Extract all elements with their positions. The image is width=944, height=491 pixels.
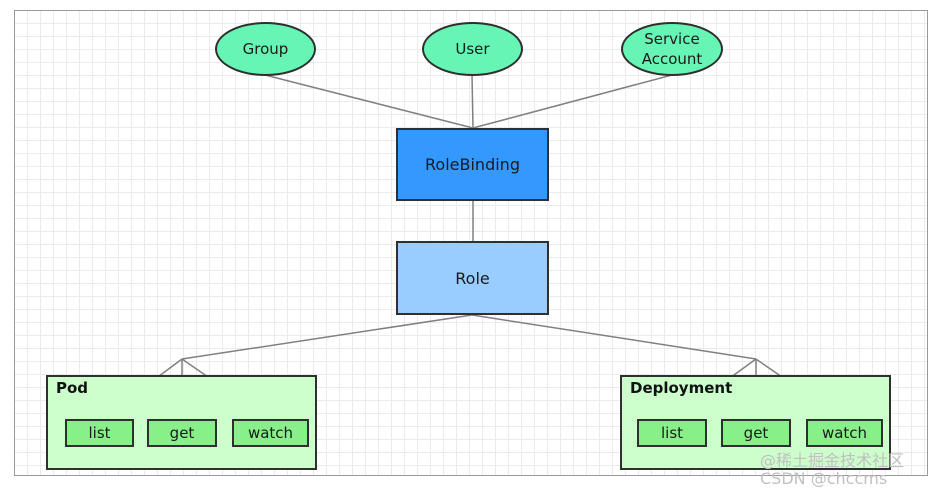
pod-verb-watch: watch [232, 419, 309, 447]
pod-verb-get: get [147, 419, 217, 447]
group-node: Group [215, 22, 316, 76]
pod-verb-list: list [65, 419, 134, 447]
role-node: Role [396, 241, 549, 315]
deployment-verb-get: get [721, 419, 791, 447]
deployment-title: Deployment [630, 379, 733, 397]
user-node: User [422, 22, 523, 76]
watermark-text: @稀土掘金技术社区 CSDN @chccms [760, 451, 905, 488]
rolebinding-node: RoleBinding [396, 128, 549, 201]
deployment-verb-watch: watch [806, 419, 883, 447]
pod-title: Pod [56, 379, 89, 397]
service-account-node: Service Account [621, 22, 723, 76]
deployment-verb-list: list [637, 419, 707, 447]
